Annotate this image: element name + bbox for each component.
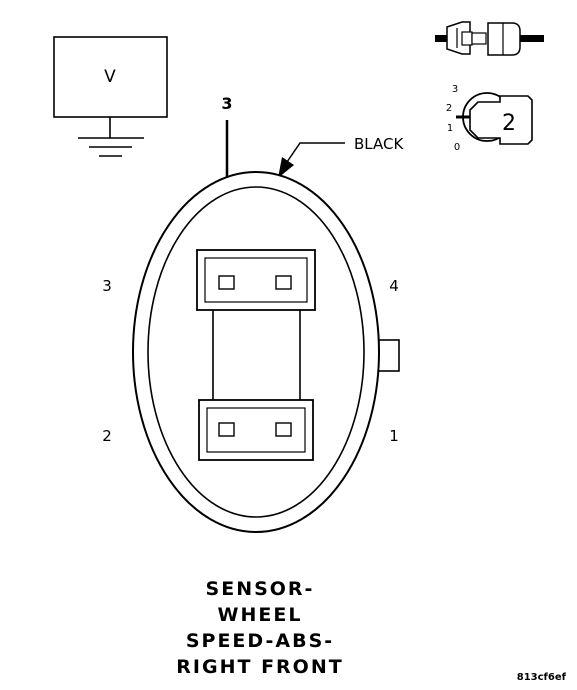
pin-label-3: 3 [102,277,112,295]
connector-type-icon [435,21,544,56]
cavity-2 [218,422,235,437]
key-position-2: 2 [446,103,452,114]
title-line-2: WHEEL [217,604,303,626]
key-position-3: 3 [452,84,458,95]
key-position-icon: 3 2 1 0 2 [446,84,533,153]
title-line-1: SENSOR- [205,578,315,600]
meter-label: V [104,67,116,87]
connector-title: SENSOR- WHEEL SPEED-ABS- RIGHT FRONT [130,576,390,680]
pin-label-4: 4 [389,277,399,295]
figure-code: 813cf6ef [517,672,567,683]
cavity-1 [275,422,292,437]
voltmeter-symbol [53,36,168,157]
wire-color-label: BLACK [354,135,404,153]
cavity-4 [275,275,292,290]
callout-number: 3 [221,94,232,113]
pin-label-2: 2 [102,427,112,445]
title-line-4: RIGHT FRONT [176,656,344,678]
key-number: 2 [502,111,516,136]
pin-label-1: 1 [389,427,399,445]
terminal-block [196,249,316,461]
wire-color-leader [278,142,345,178]
key-position-1: 1 [447,123,453,134]
key-position-0: 0 [454,142,460,153]
title-line-3: SPEED-ABS- [185,630,335,652]
cavity-3 [218,275,235,290]
